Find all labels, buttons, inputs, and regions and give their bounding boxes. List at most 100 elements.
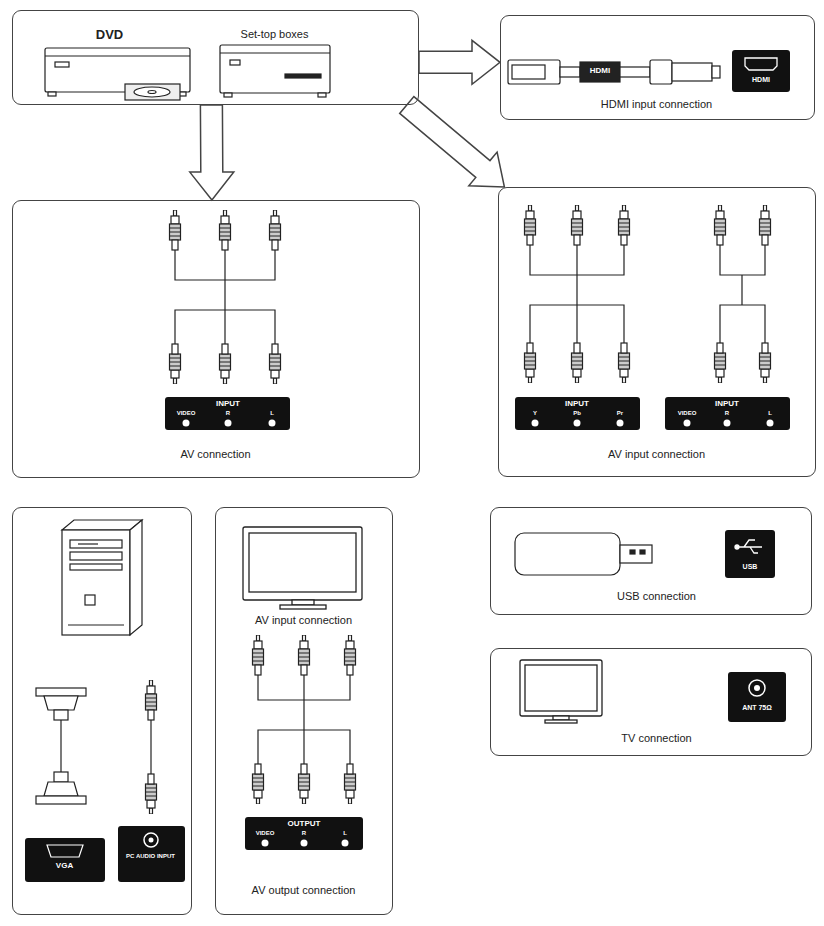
port-label: R [294,830,314,837]
av-output-cable [253,635,264,679]
pc-tower [130,520,142,635]
usb-port-plate [725,530,775,578]
usb-stick [515,533,620,575]
pc-audio-plate [118,826,185,882]
panel-caption: HDMI input connection [557,98,757,110]
dvd-player [45,55,190,56]
hdmi-cable [508,60,560,84]
av-output-plate [301,840,308,847]
vga-cable [60,720,61,772]
antenna-port-plate [728,672,786,722]
connection-panel: AV input connection [498,187,816,477]
antenna-port-plate [728,672,786,722]
block-arrow [190,105,234,200]
av-cable [220,210,231,254]
av-input-plate [165,397,290,430]
port-label: HDMI [581,67,619,76]
dvd-player [148,91,156,94]
vga-cable [44,782,78,796]
connection-panel: USB connection [490,507,812,615]
panel-caption: PC AUDIO INPUT [120,853,182,860]
pc-audio-plate [149,838,154,843]
av-input-plate [767,420,774,427]
hdmi-cable [672,63,712,81]
panel-caption: VGA [35,862,95,871]
hdmi-cable [620,67,650,77]
port-label: Pb [567,410,587,417]
vga-cable [44,696,78,710]
usb-stick [640,550,645,554]
tv-set [520,660,602,723]
component-cable [619,205,630,249]
dvd-player [125,84,180,100]
pc-tower [62,520,142,530]
audio-cable [715,339,726,383]
av-output-cable [345,760,356,804]
av-output-plate [245,817,363,850]
audio-cable [760,205,771,249]
hdmi-cable [560,67,580,77]
antenna-port-plate [749,680,765,696]
set-top-box [220,45,330,97]
audio-cable [760,339,771,383]
tv-set [243,527,362,609]
tv-set [545,720,577,723]
vga-port-plate [47,845,83,857]
port-label: Pr [610,410,630,417]
av-output-plate [342,840,349,847]
av-output-cable [299,635,310,679]
pc-tower [70,564,122,570]
tv-set [520,660,602,716]
usb-port-plate [735,545,739,549]
component-input-plate [515,397,640,430]
tv-set [292,600,314,605]
av-cable [170,210,281,384]
port-label: Y [525,410,545,417]
av-output-cable [258,679,350,760]
pc-audio-cable [146,680,157,724]
dvd-player [134,87,170,97]
av-output-cable [253,760,264,804]
hdmi-cable [580,62,620,82]
set-top-box [285,74,321,78]
block-arrow [400,97,505,187]
pc-tower [68,624,124,625]
pc-tower [62,520,142,635]
audio-cable [720,249,765,339]
av-input-plate [165,397,290,430]
component-input-plate [515,397,640,430]
connection-panel: VGA PC AUDIO INPUT [12,507,192,915]
av-input-plate [225,420,232,427]
component-cable [525,205,630,383]
port-label: ANT 75Ω [730,704,784,712]
panel-caption: USB connection [557,590,757,602]
component-input-plate [574,420,581,427]
port-label: R [218,410,238,417]
av-input-plate [665,397,790,430]
set-top-box [220,45,330,93]
connection-panel: TV connection [490,648,812,756]
tv-set [525,665,597,711]
av-cable [175,254,275,340]
dvd-player [48,92,56,96]
dvd-player [55,62,69,67]
usb-port-plate [725,530,775,578]
av-output-cable [299,760,310,804]
pc-tower [62,530,130,635]
component-cable [572,339,583,383]
av-output-cable [253,635,356,804]
usb-stick [620,545,652,563]
hdmi-cable [650,60,672,84]
av-input-plate [724,420,731,427]
vga-port-plate [25,838,105,882]
component-cable [525,205,536,249]
port-label: L [760,410,780,417]
hdmi-port-plate [745,58,777,70]
hdmi-cable [712,66,720,78]
pc-audio-cable [146,770,157,814]
av-input-plate [183,420,190,427]
set-top-box [230,60,240,65]
tv-set [243,527,362,600]
set-top-box [224,93,232,97]
